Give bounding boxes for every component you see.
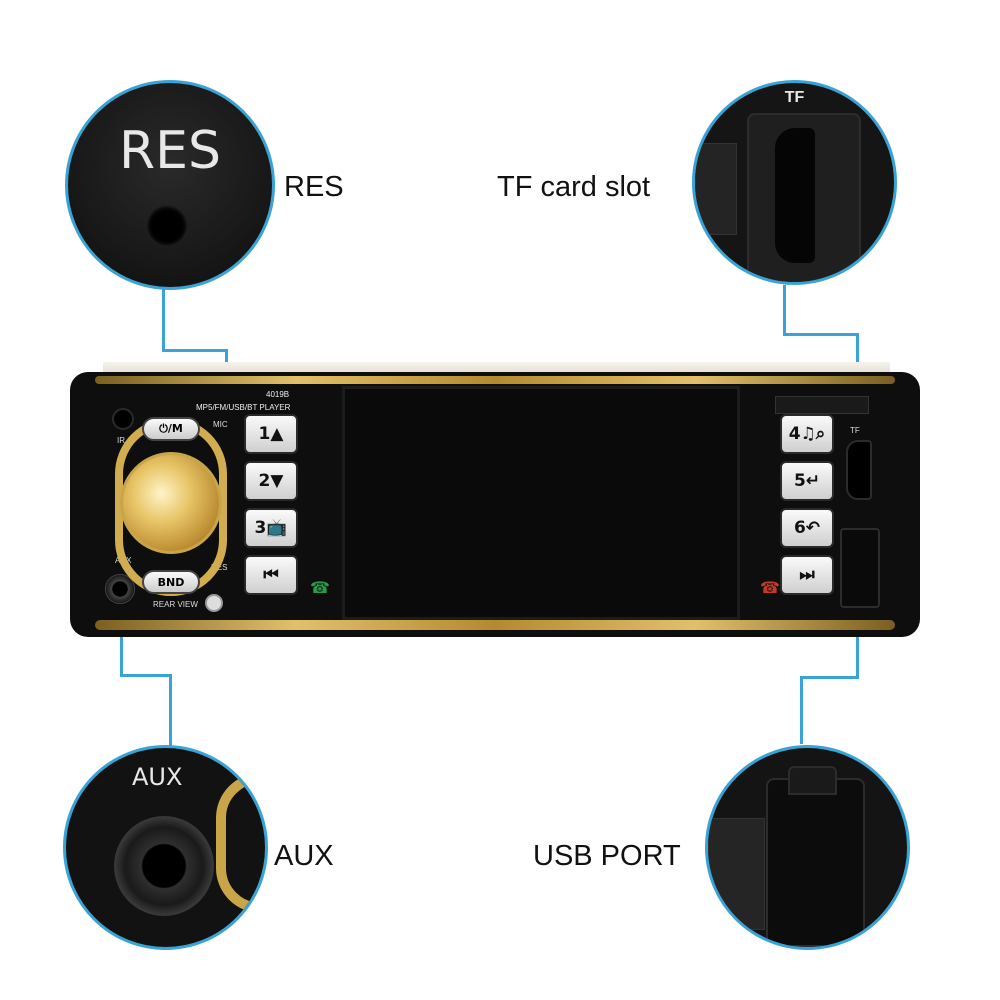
res-zoom-circle: RES bbox=[65, 80, 275, 290]
stereo-gold-bottom-strip bbox=[95, 620, 895, 630]
usb-panel bbox=[708, 818, 765, 930]
tf-label: TF bbox=[850, 426, 860, 435]
res-callout-line-h bbox=[162, 349, 228, 352]
button-3-tv[interactable]: 3📺 bbox=[244, 508, 298, 548]
aux-callout-line-h bbox=[120, 674, 172, 677]
res-callout-line-v1 bbox=[162, 285, 165, 351]
rear-view-label: REAR VIEW bbox=[153, 600, 198, 609]
usb-zoom-circle bbox=[705, 745, 910, 950]
button-3-label: 3📺 bbox=[254, 518, 288, 538]
button-6-back[interactable]: 6↶ bbox=[780, 508, 834, 548]
usb-callout-line-v2 bbox=[800, 676, 803, 744]
rear-camera-icon bbox=[205, 594, 223, 612]
mic-label: MIC bbox=[213, 420, 228, 429]
button-4-music[interactable]: 4♫⌕ bbox=[780, 414, 834, 454]
band-label: BND bbox=[157, 575, 185, 589]
res-circle-text: RES bbox=[119, 121, 221, 181]
aux-zoom-circle: AUX bbox=[63, 745, 268, 950]
button-1-up[interactable]: 1▲ bbox=[244, 414, 298, 454]
tf-slot-opening bbox=[775, 128, 815, 263]
subtitle-label: MP5/FM/USB/BT PLAYER bbox=[196, 403, 291, 412]
tf-callout-label: TF card slot bbox=[497, 171, 651, 203]
aux-callout-label: AUX bbox=[274, 840, 334, 872]
power-mode-button[interactable]: ⏻/M bbox=[142, 417, 200, 441]
band-button[interactable]: BND bbox=[142, 570, 200, 594]
ir-sensor bbox=[112, 408, 134, 430]
button-1-label: 1▲ bbox=[258, 424, 284, 444]
usb-port-cover[interactable] bbox=[840, 528, 880, 608]
tf-zoom-circle: TF bbox=[692, 80, 897, 285]
usb-cover bbox=[766, 778, 865, 947]
button-5-label: 5↵ bbox=[793, 471, 821, 491]
tf-card-slot[interactable] bbox=[846, 440, 872, 500]
prev-track-button[interactable]: ⏮ bbox=[244, 555, 298, 595]
next-track-button[interactable]: ⏭ bbox=[780, 555, 834, 595]
button-2-label: 2▼ bbox=[258, 471, 284, 491]
disc-slot-plate bbox=[775, 396, 869, 414]
aux-jack-outer bbox=[114, 816, 214, 916]
button-4-label: 4♫⌕ bbox=[788, 424, 826, 444]
power-mode-label: ⏻/M bbox=[159, 422, 183, 435]
tf-callout-line-v1 bbox=[783, 285, 786, 335]
display-screen bbox=[342, 386, 740, 620]
tf-side-panel bbox=[695, 143, 737, 235]
next-track-label: ⏭ bbox=[799, 565, 815, 585]
volume-knob[interactable] bbox=[120, 452, 222, 554]
call-hangup-icon: ☎ bbox=[760, 580, 780, 597]
usb-callout-label: USB PORT bbox=[533, 840, 681, 872]
button-6-label: 6↶ bbox=[793, 518, 821, 538]
ir-label: IR bbox=[117, 436, 125, 445]
prev-track-label: ⏮ bbox=[263, 565, 279, 585]
usb-callout-line-h bbox=[800, 676, 859, 679]
button-2-down[interactable]: 2▼ bbox=[244, 461, 298, 501]
usb-callout-line-v1 bbox=[856, 600, 859, 678]
model-label: 4019B bbox=[266, 390, 290, 399]
call-answer-icon: ☎ bbox=[310, 580, 330, 597]
aux-circle-text: AUX bbox=[132, 763, 183, 791]
res-pinhole bbox=[146, 205, 188, 247]
stereo-gold-top-strip bbox=[95, 376, 895, 384]
tf-callout-line-h bbox=[783, 333, 858, 336]
res-callout-label: RES bbox=[284, 171, 344, 203]
aux-gold-ring-knob bbox=[216, 773, 265, 913]
tf-circle-text: TF bbox=[784, 89, 805, 106]
usb-cover-tab bbox=[788, 766, 837, 795]
button-5-enter[interactable]: 5↵ bbox=[780, 461, 834, 501]
aux-callout-line-v2 bbox=[169, 674, 172, 746]
